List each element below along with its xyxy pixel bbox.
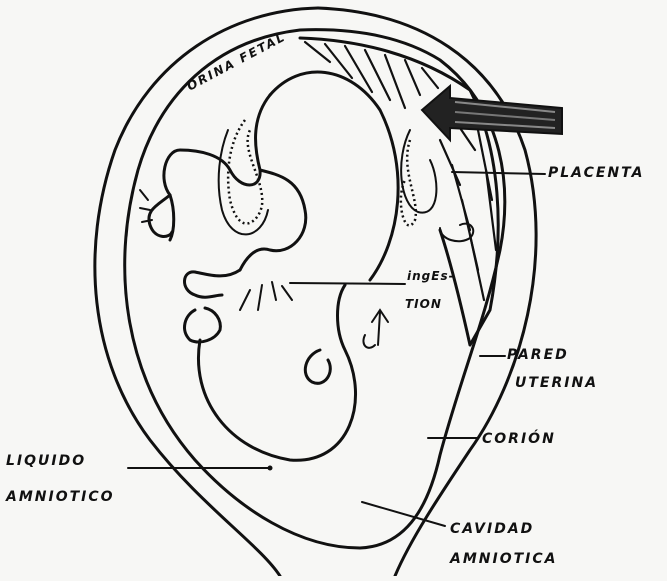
uterine-wall-outer-right [318, 8, 536, 576]
label-cavidad-line2: AMNIOTICA [450, 552, 557, 566]
fetus-leg-upper [164, 95, 270, 240]
label-cavidad-line1: CAVIDAD [450, 522, 534, 536]
fetus-arm [184, 270, 240, 297]
label-corion: CORIÓN [482, 432, 556, 446]
label-liquido-line2: AMNIOTICO [6, 490, 115, 504]
label-ingestion-line1: ingEs- [407, 270, 455, 282]
ingestion-leader [290, 283, 405, 284]
label-liquido-line1: LIQUIDO [6, 454, 86, 468]
uterine-wall-outer [95, 8, 318, 576]
fetus-hand [185, 308, 221, 342]
fetus-mouth-arrow [372, 310, 388, 345]
label-ingestion-line2: TION [405, 298, 442, 310]
label-placenta: PLACENTA [548, 166, 644, 180]
fetus-ear [305, 350, 330, 383]
fetus-body [198, 285, 355, 460]
liquido-point [268, 466, 273, 471]
label-pared-line1: PARED [507, 348, 569, 362]
fetus-fingers [240, 282, 292, 310]
fetus-mouth [363, 335, 375, 348]
fetus-foot [149, 195, 172, 236]
label-pared-line2: UTERINA [515, 376, 598, 390]
